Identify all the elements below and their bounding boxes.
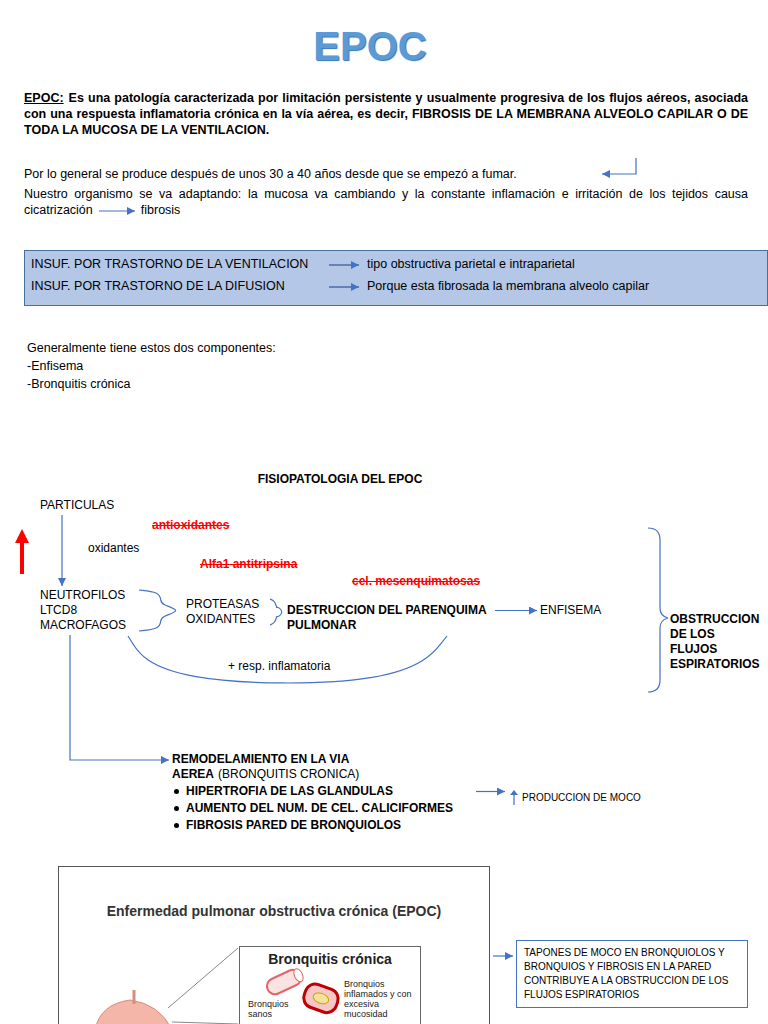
node-text: INSUF. POR TRASTORNO DE LA DIFUSION xyxy=(31,279,285,294)
flow-node: PRODUCCION DE MOCO xyxy=(508,791,641,805)
node-text: OBSTRUCCION DE LOS FLUJOS ESPIRATORIOS xyxy=(670,612,764,672)
node-text: Porque esta fibrosada la membrana alveol… xyxy=(367,279,649,294)
node-text: ENFISEMA xyxy=(540,603,601,618)
text-label: Por lo general se produce después de uno… xyxy=(24,166,517,182)
text-label: Nuestro organismo se va adaptando: la mu… xyxy=(24,187,748,217)
node-text: tipo obstructiva parietal e intraparieta… xyxy=(367,257,575,272)
text-label: FISIOPATOLOGIA DEL EPOC xyxy=(240,471,440,487)
text-label: cel. mesenquimatosas xyxy=(352,573,480,589)
node-text: Bronquios inflamados y con excesiva muco… xyxy=(344,979,416,1019)
node-text: PRODUCCION DE MOCO xyxy=(522,791,641,805)
trachea xyxy=(133,990,136,1004)
cell-list: NEUTROFILOS LTCD8 MACROFAGOS xyxy=(40,588,135,633)
zoom-box: Bronquitis crónicaBronquios sanos Bronqui… xyxy=(239,946,421,1024)
text-label: fibrosis xyxy=(141,203,181,217)
connector xyxy=(270,599,282,625)
note-paragraph: Nuestro organismo se va adaptando: la mu… xyxy=(24,186,748,218)
node-text: FIBROSIS PARED DE BRONQUIOLOS xyxy=(172,818,472,833)
node-text: TAPONES DE MOCO EN BRONQUIOLOS Y BRONQUI… xyxy=(524,946,740,1002)
remodel-block: REMODELAMIENTO EN LA VIA AEREA(BRONQUITI… xyxy=(172,752,472,833)
flow-node: PROTEASAS OXIDANTES xyxy=(186,597,266,627)
node-text: DESTRUCCION DEL PARENQUIMA PULMONAR xyxy=(287,603,492,633)
node-text: AUMENTO DEL NUM. DE CEL. CALICIFORMES xyxy=(172,801,472,816)
text-label: -Bronquitis crónica xyxy=(27,376,131,392)
node-text: NEUTROFILOS LTCD8 MACROFAGOS xyxy=(40,588,135,633)
flow-node: PARTICULAS xyxy=(40,498,114,513)
inflamed-bronchus xyxy=(301,981,341,1015)
text-label: Generalmente tiene estos dos componentes… xyxy=(27,340,276,356)
insufficiency-band: INSUF. POR TRASTORNO DE LA VENTILACION ti… xyxy=(24,250,768,306)
text-label: Es una patología caracterizada por limit… xyxy=(24,91,748,137)
connector xyxy=(128,636,447,683)
node-text: Bronquitis crónica xyxy=(240,951,420,968)
flow-node: DESTRUCCION DEL PARENQUIMA PULMONAR xyxy=(287,603,492,633)
node-text: PROTEASAS OXIDANTES xyxy=(186,597,266,627)
text-label: EPOC: xyxy=(24,91,64,105)
node-text: Bronquios sanos xyxy=(248,999,300,1019)
result-node: OBSTRUCCION DE LOS FLUJOS ESPIRATORIOS xyxy=(670,612,764,672)
connector xyxy=(61,515,62,586)
zoom-line xyxy=(172,1022,238,1024)
connector xyxy=(495,610,537,611)
inline-arrow xyxy=(97,206,137,216)
node-text: INSUF. POR TRASTORNO DE LA VENTILACION xyxy=(31,257,308,272)
curly-brace xyxy=(648,528,668,692)
text-label: -Enfisema xyxy=(27,358,83,374)
note-box: TAPONES DE MOCO EN BRONQUIOLOS Y BRONQUI… xyxy=(516,940,748,1008)
connector xyxy=(70,635,169,760)
up-arrow xyxy=(509,790,519,806)
healthy-bronchus xyxy=(264,966,305,997)
definition-paragraph: EPOC:Es una patología caracterizada por … xyxy=(24,90,748,138)
image-frame: Enfermedad pulmonar obstructiva crónica … xyxy=(58,866,490,1024)
text-label: antioxidantes xyxy=(152,517,229,533)
text-label: Alfa1 antitripsina xyxy=(200,556,297,572)
edge-label: oxidantes xyxy=(86,541,141,555)
page-title: EPOC xyxy=(270,24,470,69)
node-text: HIPERTROFIA DE LAS GLANDULAS xyxy=(172,784,472,799)
connector xyxy=(476,791,505,792)
node-text: PARTICULAS xyxy=(40,498,114,513)
increase-arrow xyxy=(20,536,24,574)
leader-arrow xyxy=(602,158,636,174)
node-text: Enfermedad pulmonar obstructiva crónica … xyxy=(59,903,489,920)
zoom-line xyxy=(168,948,238,1008)
connector xyxy=(139,590,176,631)
flow-node: ENFISEMA xyxy=(540,603,601,618)
node-text: (BRONQUITIS CRONICA) xyxy=(218,767,359,781)
edge-label: + resp. inflamatoria xyxy=(226,659,332,673)
connector xyxy=(493,955,513,956)
